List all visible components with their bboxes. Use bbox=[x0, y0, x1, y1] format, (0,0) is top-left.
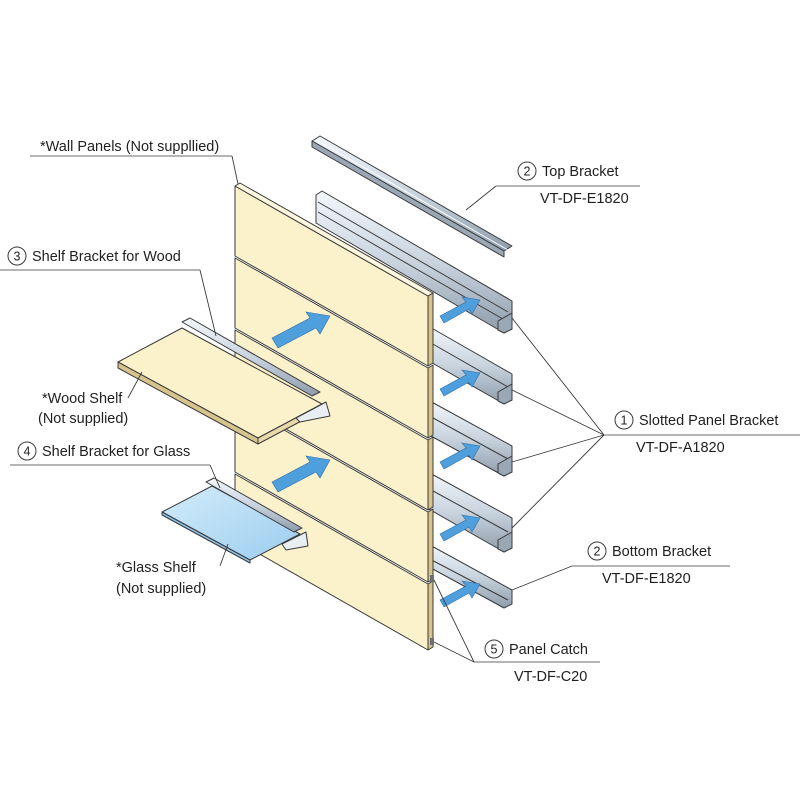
bottom-bracket-name: Bottom Bracket bbox=[612, 544, 711, 560]
wood-shelf-assembly bbox=[117, 317, 331, 445]
shelf-bracket-for-glass bbox=[205, 477, 309, 551]
slotted-panel-bracket-name: Slotted Panel Bracket bbox=[639, 413, 778, 429]
wood-shelf-label-line2: (Not supplied) bbox=[38, 411, 128, 427]
top-bracket-code: VT-DF-E1820 bbox=[540, 191, 629, 207]
arrow-rail-1 bbox=[439, 296, 481, 324]
glass-shelf-label-line1: *Glass Shelf bbox=[116, 560, 197, 576]
callout-wood-shelf: *Wood Shelf (Not supplied) bbox=[38, 371, 143, 427]
bottom-bracket-code: VT-DF-E1820 bbox=[602, 571, 691, 587]
arrow-rail-5 bbox=[439, 580, 481, 608]
shelf-bracket-glass-number: 4 bbox=[24, 445, 31, 459]
shelf-bracket-wood-number: 3 bbox=[14, 250, 21, 264]
top-bracket-number-badge bbox=[517, 161, 537, 181]
slotted-panel-bracket-rail-4 bbox=[419, 471, 513, 553]
arrow-panel-lower bbox=[271, 455, 331, 493]
shelf-bracket-wood-number-badge bbox=[7, 246, 27, 266]
wall-panel-1 bbox=[234, 182, 434, 367]
callout-panel-catch: 5 Panel Catch VT-DF-C20 bbox=[433, 579, 600, 685]
assembly-arrows bbox=[271, 296, 481, 608]
callout-top-bracket: 2 Top Bracket VT-DF-E1820 bbox=[465, 161, 640, 211]
panel-catch-code: VT-DF-C20 bbox=[514, 669, 587, 685]
wood-shelf-label-line1: *Wood Shelf bbox=[42, 391, 123, 407]
shelf-bracket-glass-number-badge bbox=[17, 441, 37, 461]
panel-catch-marker-2 bbox=[430, 638, 434, 645]
glass-shelf-label-line2: (Not supplied) bbox=[116, 581, 206, 597]
slotted-panel-bracket-number-badge bbox=[614, 410, 634, 430]
callout-wall-panels: *Wall Panels (Not suppllied) bbox=[30, 139, 239, 185]
shelf-bracket-glass-name: Shelf Bracket for Glass bbox=[42, 444, 190, 460]
wall-panel-2 bbox=[234, 257, 434, 439]
wall-panel-4 bbox=[234, 401, 434, 583]
callout-glass-shelf: *Glass Shelf (Not supplied) bbox=[116, 543, 229, 597]
arrow-rail-3 bbox=[439, 442, 481, 470]
panel-catch-number-badge bbox=[484, 639, 504, 659]
callout-shelf-bracket-glass: 4 Shelf Bracket for Glass bbox=[10, 441, 221, 489]
shelf-bracket-for-wood bbox=[181, 317, 331, 423]
wall-panels-label: *Wall Panels (Not suppllied) bbox=[40, 139, 219, 155]
top-bracket-name: Top Bracket bbox=[542, 164, 619, 180]
top-bracket-rail bbox=[311, 135, 513, 258]
bottom-bracket-number: 2 bbox=[594, 545, 601, 559]
top-bracket-number: 2 bbox=[524, 165, 531, 179]
arrow-rail-4 bbox=[439, 514, 481, 542]
bottom-bracket-number-badge bbox=[587, 541, 607, 561]
panel-catch-name: Panel Catch bbox=[509, 642, 588, 658]
slotted-panel-bracket-rail-2 bbox=[419, 325, 513, 405]
arrow-panel-upper bbox=[271, 311, 331, 349]
callout-bottom-bracket: 2 Bottom Bracket VT-DF-E1820 bbox=[511, 541, 730, 591]
glass-shelf-assembly bbox=[161, 477, 309, 564]
slotted-panel-bracket-number: 1 bbox=[621, 414, 628, 428]
shelf-bracket-wood-name: Shelf Bracket for Wood bbox=[32, 249, 181, 265]
slotted-panel-bracket-rail-3 bbox=[419, 399, 513, 477]
callout-slotted-panel-bracket: 1 Slotted Panel Bracket VT-DF-A1820 bbox=[511, 317, 800, 529]
slotted-panel-bracket-code: VT-DF-A1820 bbox=[636, 440, 725, 456]
arrow-rail-2 bbox=[439, 369, 481, 397]
callout-shelf-bracket-wood: 3 Shelf Bracket for Wood bbox=[0, 246, 217, 337]
panel-catch-marker-1 bbox=[430, 575, 434, 582]
panel-catch-number: 5 bbox=[491, 643, 498, 657]
